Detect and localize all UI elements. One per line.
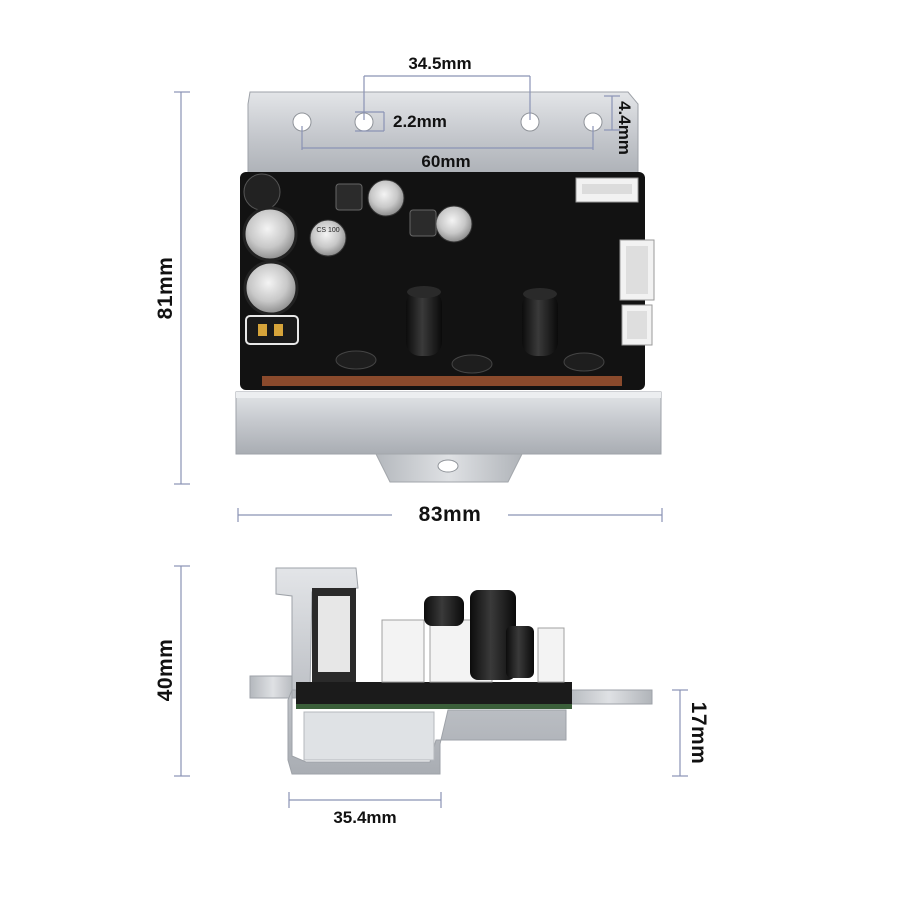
mosfet-3 — [563, 352, 605, 372]
side-aluminum-profile — [275, 567, 567, 775]
label-edge-offset: 4.4mm — [615, 101, 634, 155]
side-connector-3 — [537, 627, 565, 683]
xt30-power-plug — [245, 315, 299, 345]
side-pcb-edge — [296, 704, 572, 709]
side-right-flange — [565, 689, 653, 705]
capacitor-left-2 — [242, 206, 298, 262]
heatsink-bar-highlight — [236, 392, 661, 398]
capacitor-left-3 — [243, 260, 299, 316]
top-dimension-lines — [174, 75, 663, 522]
side-pcb — [296, 682, 572, 708]
label-height: 81mm — [154, 256, 177, 320]
side-dimension-lines — [174, 565, 688, 808]
capacitor-left-1 — [243, 173, 281, 211]
inductor-1 — [335, 183, 363, 211]
smd-capacitor-1: CS 100 — [309, 219, 347, 257]
label-hole-diameter: 2.2mm — [393, 112, 447, 131]
bottom-tab-hole — [437, 459, 459, 473]
svg-text:CS 100: CS 100 — [316, 227, 339, 234]
connector-right-1 — [619, 239, 655, 301]
connector-top-right — [575, 177, 639, 203]
side-base-plate — [249, 675, 297, 699]
bottom-heatsink-bar — [235, 391, 662, 455]
label-width: 83mm — [418, 503, 482, 526]
inductor-2 — [409, 209, 437, 237]
smd-capacitor-3 — [435, 205, 473, 243]
side-capacitor-3 — [506, 626, 534, 678]
side-view — [249, 567, 653, 775]
side-profile-inner — [303, 711, 435, 761]
label-side-step: 17mm — [687, 701, 710, 765]
label-side-height: 40mm — [154, 638, 177, 702]
label-outer-hole-spacing: 60mm — [421, 152, 471, 171]
side-capacitor-2 — [470, 590, 516, 680]
mosfet-1 — [335, 350, 377, 370]
label-hole-spacing: 34.5mm — [408, 54, 472, 73]
electrolytic-capacitor-2 — [522, 288, 558, 356]
electrolytic-capacitor-1 — [406, 286, 442, 356]
side-capacitor-1 — [424, 596, 464, 626]
mosfet-2 — [451, 354, 493, 374]
top-view: CS 100 — [235, 91, 662, 483]
smd-capacitor-2 — [367, 179, 405, 217]
side-power-face — [318, 596, 350, 672]
connector-right-2 — [621, 304, 653, 346]
label-side-depth: 35.4mm — [333, 808, 397, 827]
copper-strip — [262, 376, 622, 386]
side-connector-1 — [381, 619, 425, 683]
